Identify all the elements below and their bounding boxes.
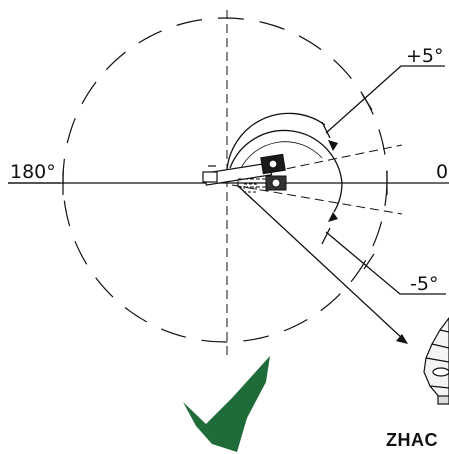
arc-arrows	[328, 140, 338, 222]
label-plus5: +5°	[406, 45, 444, 67]
inner-thin-arc	[239, 141, 323, 171]
pointer-arrow-line	[236, 184, 404, 340]
label-minus5: -5°	[410, 273, 438, 295]
leader-lines	[321, 65, 446, 295]
product-image	[423, 317, 449, 405]
inner-range-arc	[229, 129, 343, 213]
brand-text: ZHAC	[386, 430, 438, 450]
check-mark-icon	[183, 356, 270, 452]
label-180: 180°	[10, 161, 56, 183]
inner-arc-left	[226, 112, 326, 181]
pointer-arrow-head	[396, 334, 408, 344]
robot-arm-icon	[202, 153, 286, 186]
camera-head-icon	[237, 175, 287, 193]
label-0: 0°	[436, 161, 449, 183]
outer-ticks	[62, 93, 388, 270]
